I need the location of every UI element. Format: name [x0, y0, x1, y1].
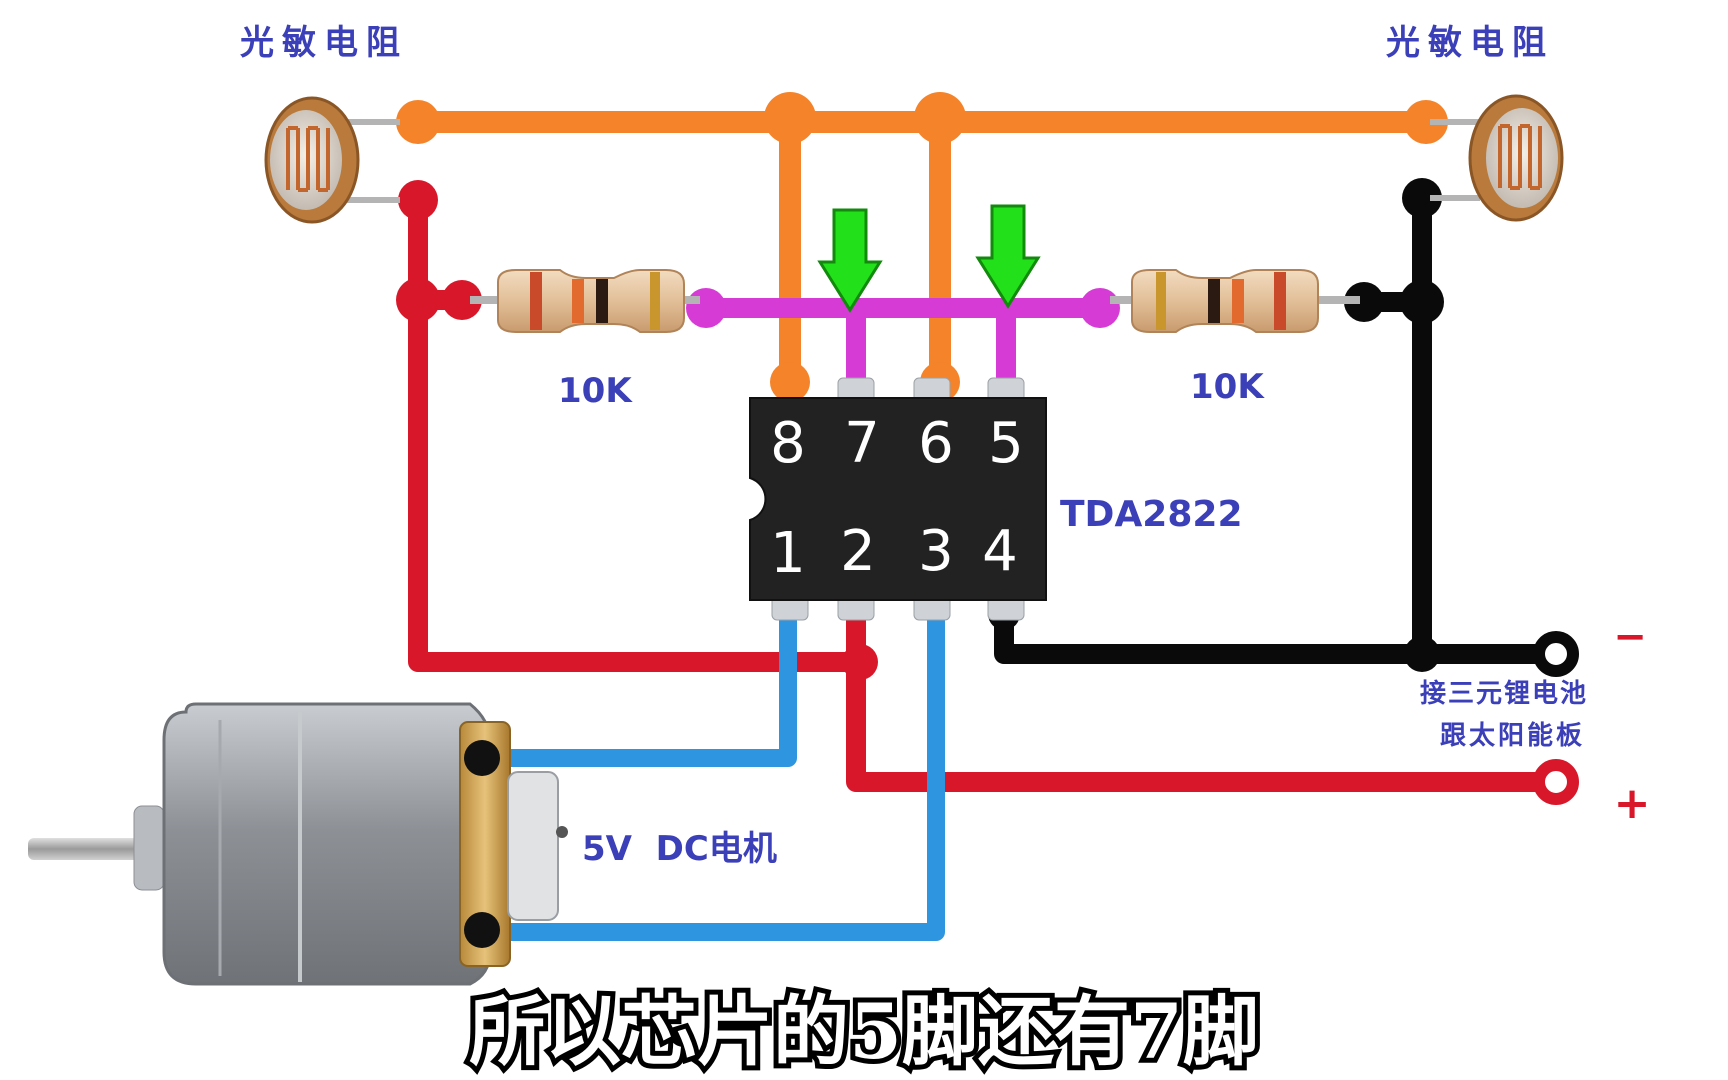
down-arrow-icon [975, 204, 1041, 309]
plus-terminal[interactable] [1533, 759, 1579, 805]
resistor-right-label: 10K [1190, 367, 1265, 407]
battery-label-line1: 接三元锂电池 [1420, 679, 1588, 709]
chip-pin-4: 4 [982, 519, 1018, 584]
resistor-left [470, 269, 700, 333]
ldr-right [1430, 94, 1564, 222]
chip-pin-1: 1 [770, 521, 806, 586]
chip-pin-6: 6 [918, 411, 954, 476]
red-junctions [396, 180, 878, 680]
motor-label: 5V DC电机 [582, 829, 777, 869]
minus-terminal[interactable] [1533, 631, 1579, 677]
battery-label-line2: 跟太阳能板 [1440, 720, 1585, 751]
plus-sign: + [1614, 778, 1651, 829]
blue-wires [484, 610, 945, 941]
magenta-wires [696, 298, 1110, 392]
chip-pin-2: 2 [840, 519, 876, 584]
video-subtitle: 所以芯片的5脚还有7脚 [469, 987, 1259, 1076]
black-junctions [988, 178, 1444, 672]
orange-wires [404, 111, 1437, 391]
chip-pin-3: 3 [918, 519, 954, 584]
ldr-left [264, 96, 400, 224]
resistor-left-label: 10K [558, 371, 633, 411]
ldr-left-label: 光敏电阻 [240, 23, 408, 63]
dc-motor [28, 702, 568, 986]
tda2822-chip: 8 7 6 5 1 2 3 4 [749, 377, 1047, 621]
chip-pin-7: 7 [844, 411, 880, 476]
chip-label: TDA2822 [1060, 494, 1243, 535]
chip-pin-5: 5 [988, 411, 1024, 476]
resistor-right [1110, 269, 1360, 333]
ldr-right-label: 光敏电阻 [1386, 23, 1554, 63]
down-arrow-icon [817, 208, 883, 313]
orange-junctions [396, 92, 1448, 402]
minus-sign: − [1613, 614, 1647, 660]
black-wires [994, 188, 1566, 664]
chip-pin-8: 8 [770, 411, 806, 476]
